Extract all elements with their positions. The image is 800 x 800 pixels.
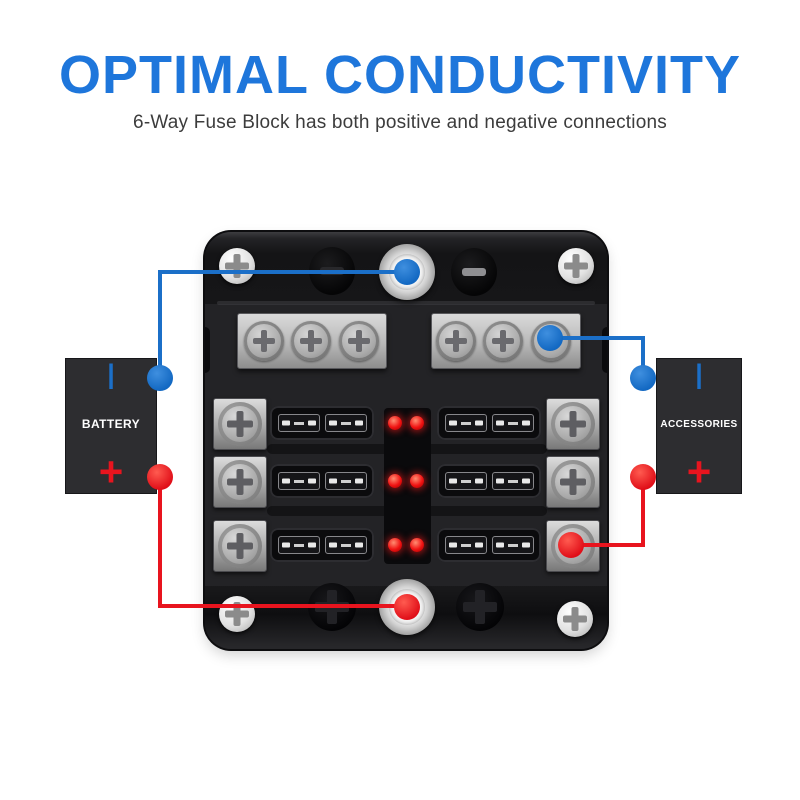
page-subtitle: 6-Way Fuse Block has both positive and n… [133,112,667,133]
led-indicator-icon [388,538,402,552]
battery-label: BATTERY [81,417,141,431]
bus-screw-icon [244,321,284,361]
accessories-box: | ACCESSORIES + [656,358,742,494]
phillips-screw-icon [219,596,255,632]
accessories-label: ACCESSORIES [660,419,738,430]
panel-ridge [217,301,595,305]
led-indicator-icon [410,474,424,488]
accessories-negative-symbol: | [695,359,703,389]
mount-tab-icon [205,327,210,373]
bus-screw-icon [436,321,476,361]
terminal-screw-icon [218,402,262,446]
connection-dot-icon [630,365,656,391]
fuse-icon [324,472,367,490]
connection-dot-icon [537,325,563,351]
wire-battery-negative-vertical [158,270,162,380]
led-indicator-icon [410,416,424,430]
fuse-icon [444,536,487,554]
fuse-terminal [546,456,600,508]
negative-bus-bar [237,313,387,369]
connection-dot-icon [394,594,420,620]
wire-accessories-positive-vertical [641,476,645,546]
fuse-block [205,232,607,649]
fuse-slot [270,406,374,440]
led-indicator-icon [410,538,424,552]
battery-box: | BATTERY + [65,358,157,494]
fuse-icon [491,472,534,490]
connection-dot-icon [147,464,173,490]
terminal-screw-icon [551,460,595,504]
led-indicator-strip [384,408,431,564]
led-indicator-icon [388,416,402,430]
fuse-icon [277,536,320,554]
wire-battery-positive-horizontal [158,604,410,608]
fuse-icon [324,414,367,432]
fuse-slot [437,406,541,440]
led-indicator-icon [388,474,402,488]
fuse-terminal [546,398,600,450]
accessories-positive-symbol: + [686,448,712,496]
fuse-icon [277,414,320,432]
fuse-slot [437,464,541,498]
fuse-terminal [213,456,267,508]
fuse-icon [444,472,487,490]
wire-battery-positive-vertical [158,476,162,608]
battery-negative-symbol: | [107,359,115,389]
fuse-icon [324,536,367,554]
mount-tab-icon [602,327,607,373]
connection-dot-icon [147,365,173,391]
terminal-screw-icon [551,402,595,446]
terminal-screw-icon [218,460,262,504]
battery-positive-symbol: + [98,448,124,496]
fuse-icon [491,536,534,554]
wire-accessories-positive-horizontal [571,543,645,547]
fuse-slot [270,464,374,498]
cross-cap-icon [456,583,504,631]
fuse-terminal [213,398,267,450]
slot-cap-icon [451,248,497,296]
wire-accessories-negative-horizontal [550,336,645,340]
connection-dot-icon [558,532,584,558]
connection-dot-icon [630,464,656,490]
page-title: OPTIMAL CONDUCTIVITY [58,45,741,105]
fuse-icon [444,414,487,432]
fuse-slot [437,528,541,562]
fuse-slot [270,528,374,562]
wire-accessories-negative-vertical [641,336,645,381]
fuse-icon [491,414,534,432]
phillips-screw-icon [557,601,593,637]
fuse-icon [277,472,320,490]
bus-screw-icon [483,321,523,361]
phillips-screw-icon [558,248,594,284]
bus-screw-icon [339,321,379,361]
phillips-screw-icon [219,248,255,284]
bus-screw-icon [291,321,331,361]
connection-dot-icon [394,259,420,285]
terminal-screw-icon [218,524,262,568]
wire-battery-negative-horizontal [158,270,410,274]
fuse-terminal [213,520,267,572]
